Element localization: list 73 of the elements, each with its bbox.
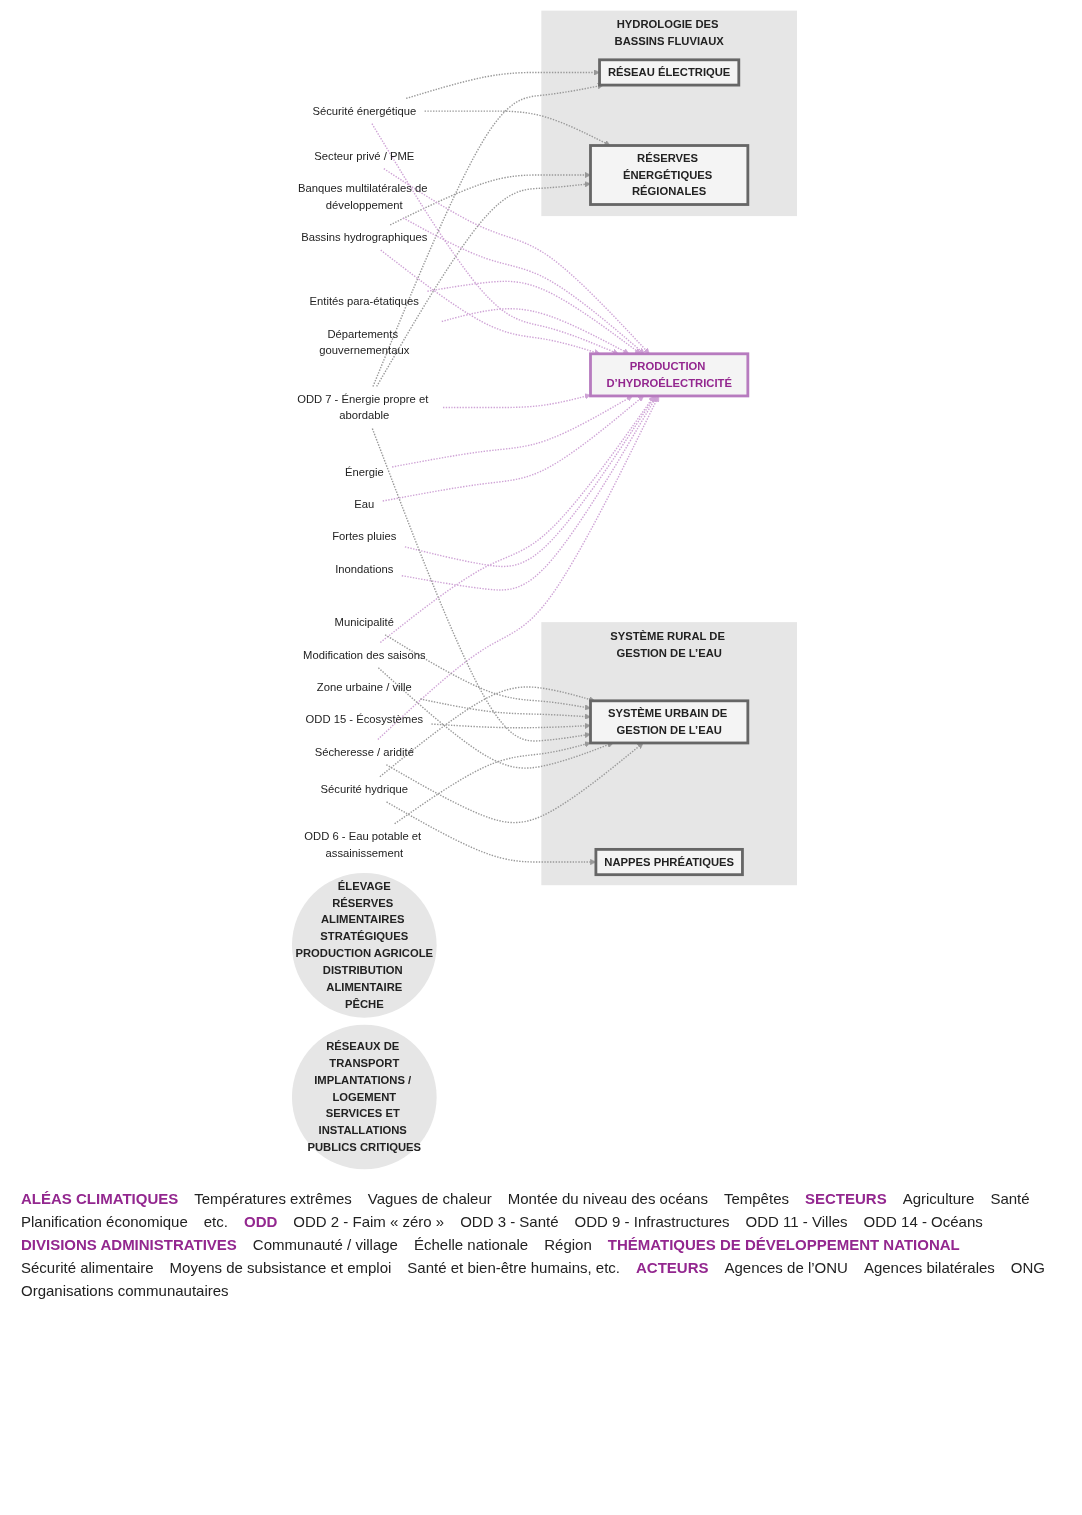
list-item: Agriculture [902,1190,975,1207]
list-item: Températures extrêmes [194,1190,352,1207]
list-item: Santé et bien-être humains, etc. [407,1259,620,1276]
arrow [391,395,633,468]
group-heading: ALÉAS CLIMATIQUES [21,1190,179,1207]
list-item: Agences bilatérales [863,1259,995,1276]
list-item: Organisations communautaires [21,1282,229,1299]
node-text: Entités para-étatiques [309,295,419,308]
arrow [370,123,619,355]
list-item: Moyens de subsistance et emploi [169,1259,392,1276]
node-text: Sécheresse / aridité [314,745,414,758]
arrow [423,110,611,146]
node-text: Secteur privé / PME [313,149,414,162]
list-item: Santé [990,1190,1030,1207]
node-text: Énergie [344,465,384,478]
node-text: ODD 15 - Écosystèmes [305,713,423,726]
node-box: SYSTÈME URBAIN DE GESTION DE L’EAU [588,699,749,745]
group-heading: SECTEURS [805,1190,887,1207]
arrow [377,667,614,769]
node-box: RÉSEAU ÉLECTRIQUE [597,58,740,87]
node-text: Inondations [334,562,394,575]
arrow [385,742,644,824]
group-heading: THÉMATIQUES DE DÉVELOPPEMENT NATIONAL [607,1236,960,1253]
arrow [393,741,591,825]
list-item: ODD 3 - Santé [460,1213,559,1230]
list-item: Communauté / village [252,1236,398,1253]
arrow [389,171,591,226]
group-heading: ODD [243,1213,278,1230]
node-box: RÉSERVES ÉNERGÉTIQUES RÉGIONALES [588,144,749,206]
arrow [441,393,591,409]
arrow [405,69,600,100]
node-text: Sécurité énergétique [312,104,416,117]
list-item: Région [544,1236,592,1253]
list-item: Vagues de chaleur [367,1190,492,1207]
list-item: Montée du niveau des océans [507,1190,708,1207]
list-item: Échelle nationale [413,1236,529,1253]
arrow [378,686,595,778]
node-text: Banques multilatérales de développement [297,182,428,211]
arrow [379,395,655,644]
node-text: Eau [353,498,374,511]
arrow [384,634,591,711]
node-text: Zone urbaine / ville [316,681,412,694]
node-text: Fortes pluies [331,530,397,543]
arrow [381,395,644,502]
arrow [419,698,591,720]
node-box: PRODUCTION D’HYDROÉLECTRICITÉ [588,352,749,398]
group-heading: DIVISIONS ADMINISTRATIVES [21,1236,237,1253]
arrow [385,801,596,866]
node-text: Bassins hydrographiques [300,231,428,244]
list-item: ODD 9 - Infrastructures [574,1213,730,1230]
list-item: ODD 11 - Villes [745,1213,848,1230]
list-item: ONG [1010,1259,1045,1276]
list-item: ODD 2 - Faim « zéro » [293,1213,445,1230]
node-box: NAPPES PHRÉATIQUES [594,848,744,877]
arrow [376,395,659,741]
list-item: Sécurité alimentaire [21,1259,154,1276]
arrow [375,181,591,388]
node-text: Sécurité hydrique [320,783,408,795]
node-circle: ÉLEVAGE RÉSERVES ALIMENTAIRES STRATÉGIQUES PRODUCTION AGRICOLE DISTRIBUTION ALIMENTAIRE PÊCHE [291,872,437,1018]
list-item: etc. [203,1213,228,1230]
list-item: ODD 14 - Océans [863,1213,983,1230]
node-text: Modification des saisons [302,648,426,661]
arrow [371,427,591,742]
node-text: Municipalité [334,615,394,628]
node-circle: RÉSEAUX DE TRANSPORT IMPLANTATIONS / LOGEMENT SERVICES ET INSTALLATIONS PUBLICS CRITIQUES [291,1024,437,1170]
group-heading: ACTEURS [636,1259,709,1276]
node-text: ODD 7 - Énergie propre et abordable [296,392,428,422]
list-item: Planification économique [21,1213,188,1230]
arrow [430,722,591,729]
list-item: Tempêtes [723,1190,789,1207]
list-item: Agences de l’ONU [724,1259,848,1276]
node-text: ODD 6 - Eau potable et assainissement [303,830,421,859]
node-text: Départements gouvernementaux [318,327,409,357]
